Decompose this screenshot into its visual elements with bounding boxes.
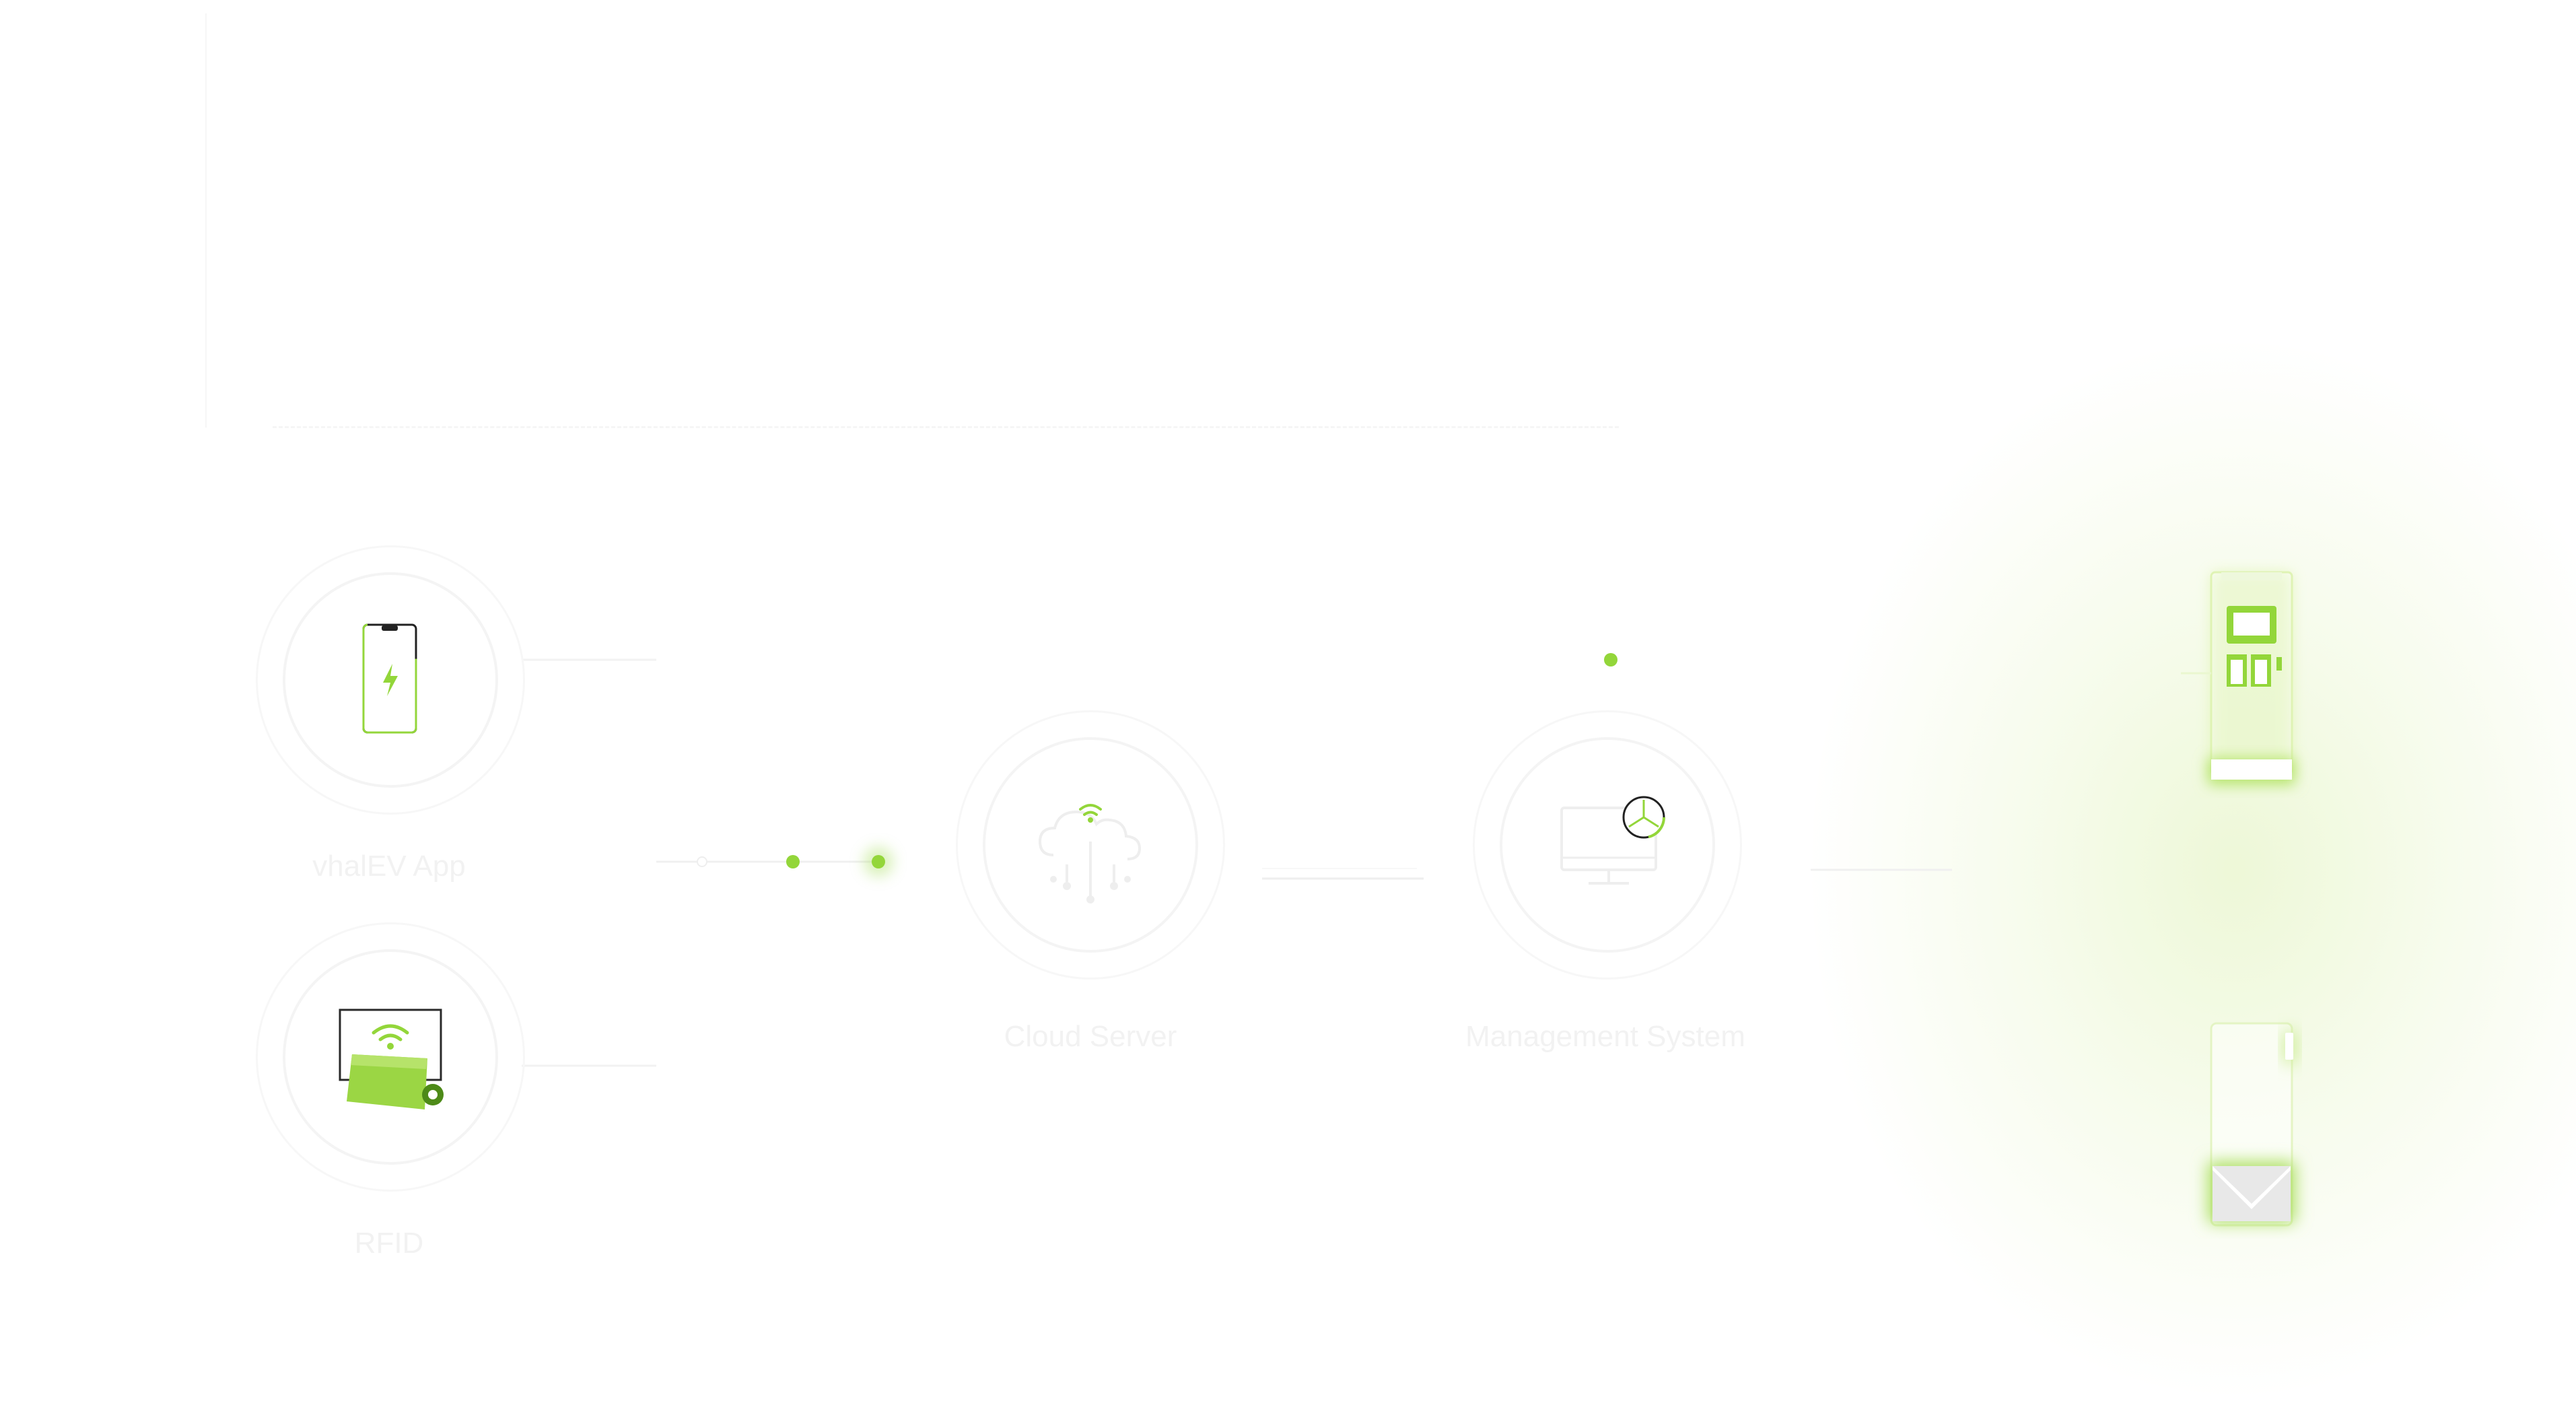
rfid-node-label: RFID — [354, 1227, 424, 1260]
rfid-node-outer-ring — [256, 922, 525, 1192]
management-node-label: Management System — [1465, 1020, 1745, 1053]
monitor-chart-icon — [1560, 796, 1665, 885]
cloud-node-inner-ring — [983, 737, 1198, 953]
hub-node-dot — [697, 856, 707, 867]
charger-glow-background — [1790, 316, 2576, 1401]
phone-charging-icon — [362, 623, 417, 734]
management-node-outer-ring — [1473, 710, 1742, 980]
top-panel-divider — [273, 426, 1619, 428]
rfid-card-icon — [339, 1009, 444, 1109]
top-panel-frame — [205, 13, 1647, 428]
signal-dot — [786, 855, 800, 868]
cloud-node-outer-ring — [956, 710, 1225, 980]
management-node-inner-ring — [1500, 737, 1715, 953]
signal-dot-glow — [872, 855, 885, 868]
ev-wallbox-charger-icon — [2208, 1022, 2296, 1227]
cloud-node-label: Cloud Server — [1004, 1020, 1177, 1053]
app-node-inner-ring — [283, 572, 498, 788]
app-node-label: vhalEV App — [312, 850, 466, 883]
ev-charger-station-icon — [2181, 571, 2295, 785]
app-node-outer-ring — [256, 545, 525, 815]
cloud-server-icon — [1038, 804, 1142, 903]
rfid-node-inner-ring — [283, 949, 498, 1165]
management-signal-dot — [1604, 653, 1617, 667]
